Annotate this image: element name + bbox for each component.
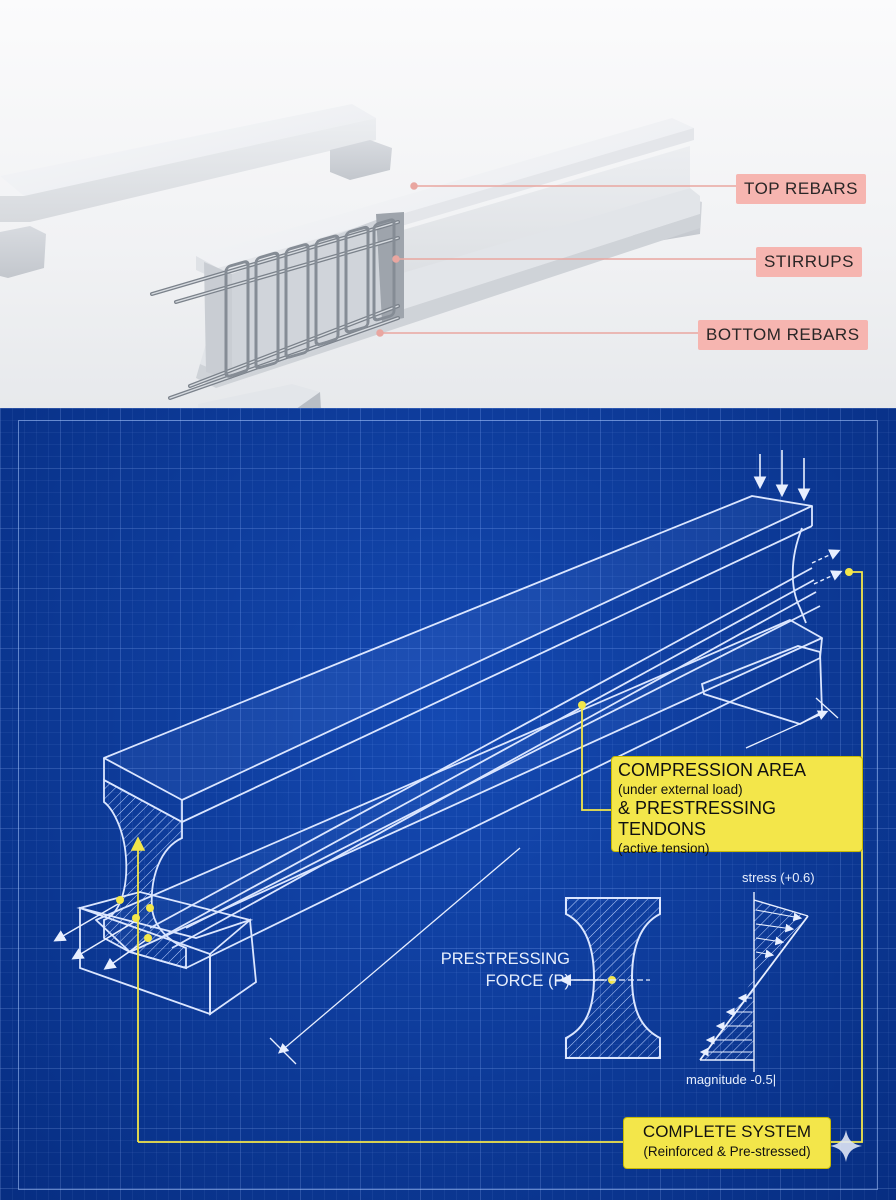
load-arrow-icon xyxy=(753,450,811,502)
cross-section-i xyxy=(565,897,661,1059)
stress-top-label: stress (+0.6) xyxy=(742,870,815,885)
tendon-arrows xyxy=(811,549,843,585)
beam-render-illustration xyxy=(0,104,756,408)
compression-line1: COMPRESSION AREA xyxy=(618,760,807,780)
background-beam xyxy=(0,104,392,278)
label-top-rebars: TOP REBARS xyxy=(736,174,866,204)
system-line2: (Reinforced & Pre-stressed) xyxy=(643,1144,811,1159)
rebar-cage xyxy=(150,218,400,400)
stress-diagram xyxy=(699,892,809,1072)
beam-end-section xyxy=(103,778,187,970)
support-block-near xyxy=(198,384,322,408)
label-bottom-rebars: BOTTOM REBARS xyxy=(698,320,868,350)
end-force-arrows xyxy=(53,903,147,970)
blueprint-frame xyxy=(18,420,878,1190)
sparkle-icon xyxy=(830,1130,862,1162)
system-line1: COMPLETE SYSTEM xyxy=(642,1122,812,1141)
compression-label: COMPRESSION AREA (under external load) &… xyxy=(612,757,862,856)
compression-line3: & PRESTRESSING TENDONS xyxy=(618,798,777,839)
prestress-force-line2: FORCE (P) xyxy=(485,972,570,990)
stress-bottom-label: magnitude -0.5| xyxy=(686,1072,777,1087)
dimension-lines xyxy=(269,697,839,1065)
i-beam-wireframe xyxy=(95,495,823,969)
prestress-force-label: PRESTRESSING FORCE (P) xyxy=(440,948,570,992)
blueprint-panel: COMPRESSION AREA (under external load) &… xyxy=(0,408,896,1200)
compression-line2: (under external load) xyxy=(618,782,743,797)
render-panel: TOP REBARS STIRRUPS BOTTOM REBARS xyxy=(0,0,896,408)
compression-line4: (active tension) xyxy=(618,841,710,856)
complete-system-label: COMPLETE SYSTEM (Reinforced & Pre-stress… xyxy=(624,1118,830,1168)
label-stirrups: STIRRUPS xyxy=(756,247,862,277)
leader-lines xyxy=(376,182,756,337)
prestress-force-line1: PRESTRESSING xyxy=(440,950,570,968)
blueprint-drawing xyxy=(53,450,863,1162)
